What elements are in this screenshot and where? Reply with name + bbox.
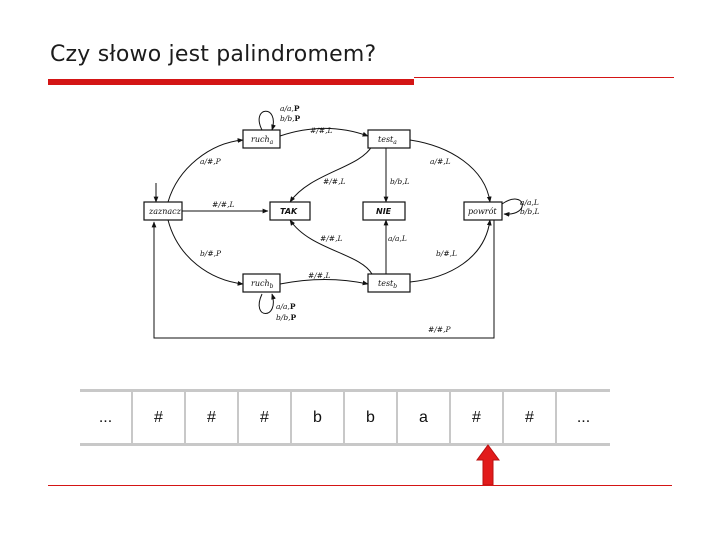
label-ruch-b-loop-1: a/a,P: [276, 302, 296, 311]
state-powrot-label: powrót: [468, 207, 497, 216]
bottom-divider: [48, 485, 672, 486]
label-ruch-a-loop-1: a/a,P: [280, 104, 300, 113]
edge-test-b-tak: [289, 219, 373, 275]
state-powrot: [463, 201, 503, 221]
state-tak: [269, 201, 311, 221]
label-ruch-b-test-b: #/#,L: [308, 271, 330, 280]
turing-machine-diagram: zaznacz rucha testa TAK NIE powrót ruchb…: [143, 104, 540, 339]
label-ruch-b-loop-2: b/b,P: [276, 313, 297, 322]
head-arrow-icon: [476, 444, 500, 486]
tape-cell: a: [398, 392, 451, 443]
label-test-b-tak: #/#,L: [320, 234, 342, 243]
page-title: Czy słowo jest palindromem?: [50, 42, 377, 67]
state-test-a-label: testa: [378, 135, 397, 146]
state-test-b-label: testb: [378, 279, 397, 290]
state-test-b: [367, 273, 411, 293]
state-test-a: [367, 129, 411, 149]
label-powrot-loop-1: a/a,L: [520, 198, 539, 207]
loop-ruch-a: [258, 110, 276, 131]
tape-cell: #: [239, 392, 292, 443]
label-zaznacz-tak: #/#,L: [212, 200, 234, 209]
title-underline-thick: [48, 79, 414, 85]
edge-zaznacz-ruch-b: [167, 219, 244, 286]
label-zaznacz-ruch-b: b/#,P: [200, 249, 222, 258]
edge-ruch-a-test-a: [279, 128, 369, 137]
state-tak-label: TAK: [280, 207, 298, 216]
edge-zaznacz-ruch-a: [167, 138, 244, 203]
edge-test-a-powrot: [409, 139, 492, 203]
tape: ... # # # b b a # # ...: [80, 389, 610, 446]
loop-ruch-b: [258, 293, 276, 314]
label-ruch-a-loop-2: b/b,P: [280, 114, 301, 123]
state-ruch-a: [242, 129, 281, 149]
label-powrot-zaznacz: #/#,P: [428, 325, 451, 334]
label-zaznacz-ruch-a: a/#,P: [200, 157, 222, 166]
state-ruch-b: [242, 273, 281, 293]
tape-cell: #: [133, 392, 186, 443]
tape-cell: #: [451, 392, 504, 443]
tape-cell: ...: [576, 408, 591, 426]
edge-powrot-zaznacz: [151, 220, 495, 339]
edge-test-a-tak: [289, 145, 373, 203]
state-nie: [362, 201, 406, 221]
tape-cell: #: [504, 392, 557, 443]
label-test-a-nie: b/b,L: [390, 177, 410, 186]
tape-cell: #: [186, 392, 239, 443]
loop-powrot: [501, 198, 523, 217]
edge-test-b-powrot: [409, 219, 492, 283]
label-test-b-nie: a/a,L: [388, 234, 407, 243]
state-nie-label: NIE: [376, 207, 392, 216]
state-ruch-b-label: ruchb: [251, 279, 274, 290]
label-test-a-tak: #/#,L: [323, 177, 345, 186]
label-ruch-a-test-a: #/#,L: [310, 126, 332, 135]
title-underline-thin: [414, 77, 674, 78]
label-test-b-powrot: b/#,L: [436, 249, 457, 258]
label-test-a-powrot: a/#,L: [430, 157, 451, 166]
state-ruch-a-label: rucha: [251, 135, 274, 146]
state-zaznacz-label: zaznacz: [148, 207, 182, 216]
state-zaznacz: [143, 201, 183, 221]
tape-cell: b: [345, 392, 398, 443]
tape-cell: b: [292, 392, 345, 443]
label-powrot-loop-2: b/b,L: [520, 207, 540, 216]
edge-ruch-b-test-b: [279, 279, 369, 286]
tape-cell: ...: [80, 392, 133, 443]
